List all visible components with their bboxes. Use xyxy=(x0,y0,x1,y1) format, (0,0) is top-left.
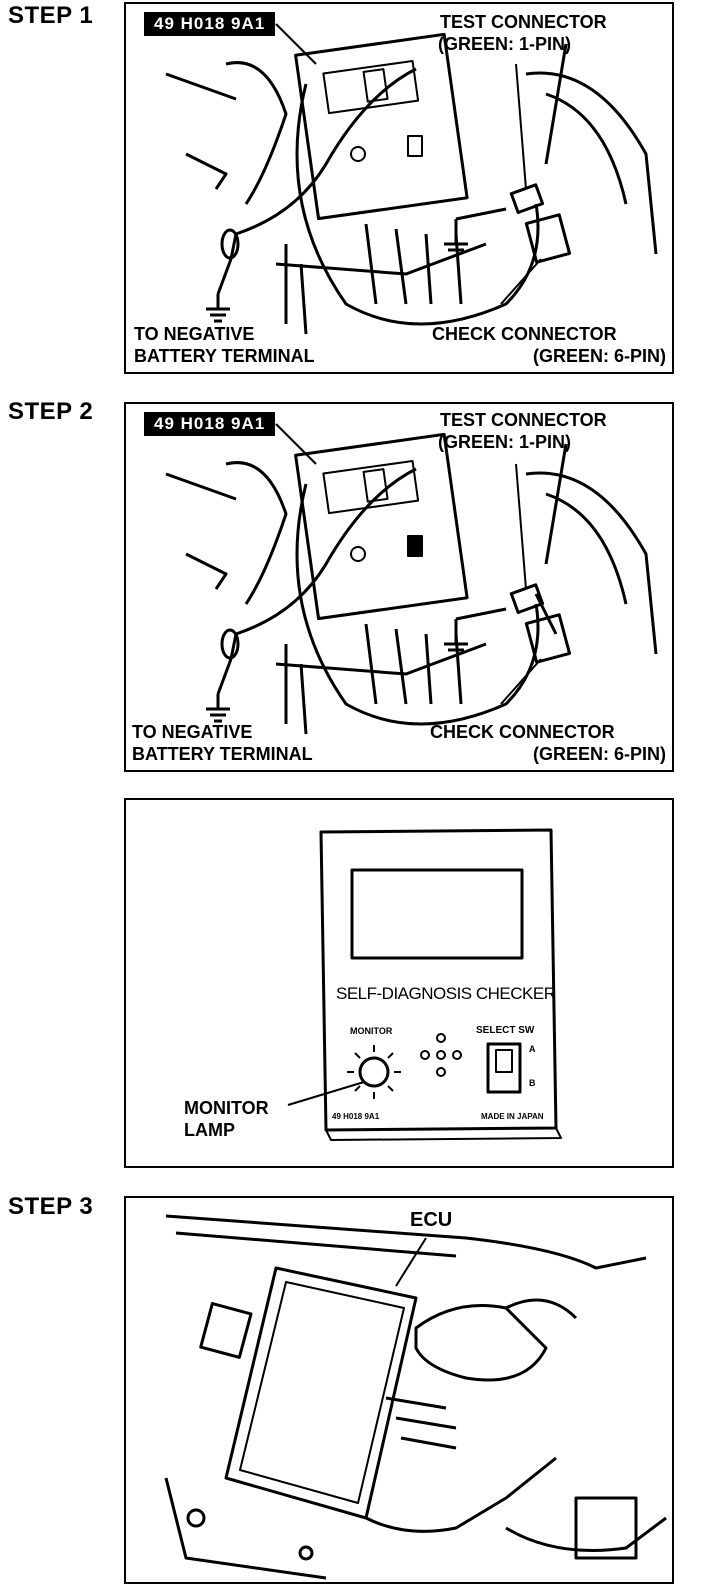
monitor-lamp-label-line2: LAMP xyxy=(184,1120,235,1140)
ecu-label: ECU xyxy=(410,1209,453,1231)
check-connector-spec: (GREEN: 6-PIN) xyxy=(532,346,666,366)
part-number-badge: 49 H018 9A1 xyxy=(144,12,276,36)
battery-label-line1: TO NEGATIVE xyxy=(132,722,253,742)
check-connector-label: CHECK CONNECTOR xyxy=(432,324,617,344)
step-1-label: STEP 1 xyxy=(8,2,94,29)
step-1-illustration xyxy=(165,23,658,335)
select-sw-label: SELECT SW xyxy=(476,1025,535,1036)
step-3-diagram: ECU xyxy=(124,1196,674,1584)
test-connector-spec: (GREEN: 1-PIN) xyxy=(438,432,572,452)
test-connector-spec: (GREEN: 1-PIN) xyxy=(438,34,572,54)
checker-detail-diagram: SELF-DIAGNOSIS CHECKER MONITOR SELECT SW… xyxy=(124,798,674,1168)
monitor-lamp-label-line1: MONITOR xyxy=(184,1098,269,1118)
monitor-label: MONITOR xyxy=(350,1026,393,1036)
test-connector-label: TEST CONNECTOR xyxy=(440,12,607,32)
ecu-illustration xyxy=(164,1214,667,1580)
switch-a-label: A xyxy=(529,1044,536,1054)
check-connector-spec: (GREEN: 6-PIN) xyxy=(532,744,666,764)
check-connector-label: CHECK CONNECTOR xyxy=(430,722,615,742)
step-3-label: STEP 3 xyxy=(8,1193,94,1220)
battery-label-line1: TO NEGATIVE xyxy=(134,324,255,344)
step-2-diagram: 49 H018 9A1 TEST CONNECTOR (GREEN: 1-PIN… xyxy=(124,402,674,772)
part-number-badge: 49 H018 9A1 xyxy=(144,412,276,436)
made-in-label: MADE IN JAPAN xyxy=(481,1112,544,1121)
checker-illustration xyxy=(287,828,562,1141)
checker-title: SELF-DIAGNOSIS CHECKER xyxy=(336,984,556,1003)
step-1-diagram: 49 H018 9A1 TEST CONNECTOR (GREEN: 1-PIN… xyxy=(124,2,674,374)
battery-label-line2: BATTERY TERMINAL xyxy=(132,744,313,764)
step-2-illustration xyxy=(165,423,658,735)
step-2-label: STEP 2 xyxy=(8,398,94,425)
battery-label-line2: BATTERY TERMINAL xyxy=(134,346,315,366)
part-number-small: 49 H018 9A1 xyxy=(332,1112,380,1121)
test-connector-label: TEST CONNECTOR xyxy=(440,410,607,430)
switch-b-label: B xyxy=(529,1078,536,1088)
